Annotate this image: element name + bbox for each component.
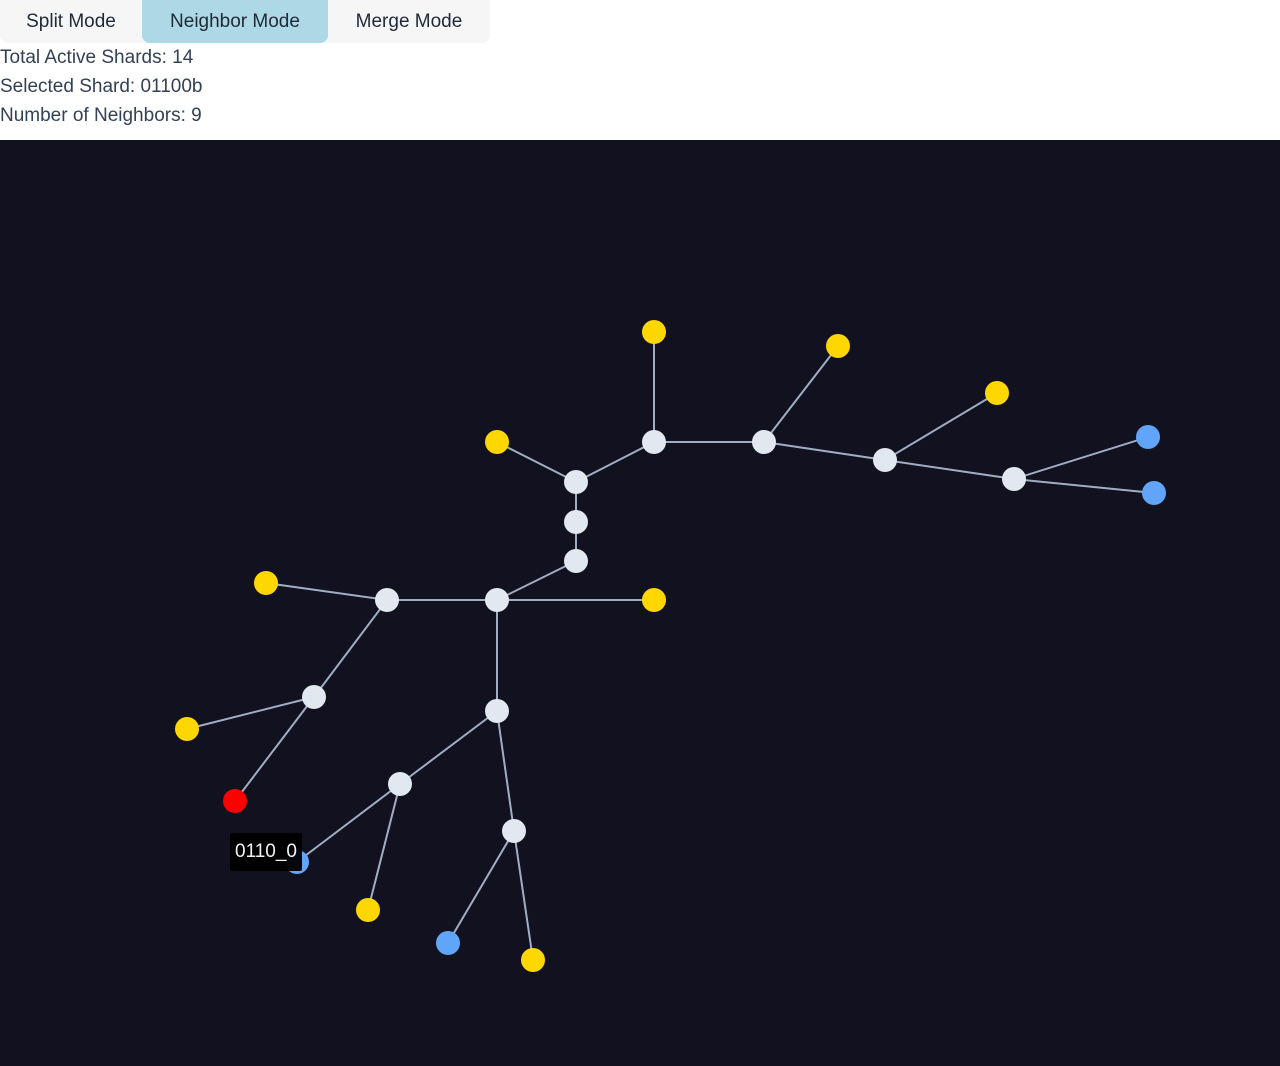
graph-edge xyxy=(186,696,315,730)
neighbor-node[interactable] xyxy=(521,948,545,972)
graph-edge xyxy=(399,710,498,785)
neighbor-node[interactable] xyxy=(985,381,1009,405)
graph-edge xyxy=(496,441,577,483)
neighbor-count: Number of Neighbors: 9 xyxy=(0,105,202,126)
neighbor-node[interactable] xyxy=(642,588,666,612)
split-mode-button[interactable]: Split Mode xyxy=(0,0,142,43)
shard-graph-canvas[interactable] xyxy=(0,140,1280,1066)
neighbor-node[interactable] xyxy=(254,571,278,595)
graph-edge xyxy=(496,560,577,601)
internal-node[interactable] xyxy=(564,549,588,573)
internal-node[interactable] xyxy=(388,772,412,796)
graph-edge xyxy=(367,783,401,911)
internal-node[interactable] xyxy=(873,448,897,472)
internal-node[interactable] xyxy=(485,588,509,612)
graph-edge xyxy=(265,582,388,601)
graph-edge xyxy=(1013,478,1155,494)
graph-edge xyxy=(296,783,401,863)
internal-node[interactable] xyxy=(502,819,526,843)
internal-node[interactable] xyxy=(485,699,509,723)
graph-edge xyxy=(884,392,998,461)
merge-mode-button[interactable]: Merge Mode xyxy=(328,0,490,43)
graph-edge xyxy=(763,345,839,443)
neighbor-node[interactable] xyxy=(356,898,380,922)
node-tooltip: 0110_0 xyxy=(230,833,302,871)
neighbor-node[interactable] xyxy=(175,717,199,741)
internal-node[interactable] xyxy=(302,685,326,709)
total-active-shards: Total Active Shards: 14 xyxy=(0,47,194,68)
internal-node[interactable] xyxy=(642,430,666,454)
shard-node[interactable] xyxy=(1136,425,1160,449)
graph-edge xyxy=(513,830,534,961)
neighbor-node[interactable] xyxy=(485,430,509,454)
graph-edge xyxy=(313,599,388,698)
neighbor-node[interactable] xyxy=(826,334,850,358)
internal-node[interactable] xyxy=(375,588,399,612)
graph-edge xyxy=(496,710,515,832)
graph-edge xyxy=(447,830,515,944)
graph-edge xyxy=(234,696,315,802)
neighbor-mode-button[interactable]: Neighbor Mode xyxy=(142,0,328,43)
selected-shard-node[interactable] xyxy=(223,789,247,813)
internal-node[interactable] xyxy=(564,470,588,494)
graph-edge xyxy=(1013,436,1149,480)
internal-node[interactable] xyxy=(1002,467,1026,491)
shard-node[interactable] xyxy=(1142,481,1166,505)
shard-graph[interactable] xyxy=(0,140,1280,1066)
internal-node[interactable] xyxy=(564,510,588,534)
graph-edge xyxy=(575,441,655,483)
internal-node[interactable] xyxy=(752,430,776,454)
graph-edge xyxy=(763,441,886,461)
selected-shard: Selected Shard: 01100b xyxy=(0,76,203,97)
neighbor-node[interactable] xyxy=(642,320,666,344)
mode-toolbar: Split Mode Neighbor Mode Merge Mode xyxy=(0,0,490,43)
graph-edge xyxy=(884,459,1015,480)
shard-node[interactable] xyxy=(436,931,460,955)
